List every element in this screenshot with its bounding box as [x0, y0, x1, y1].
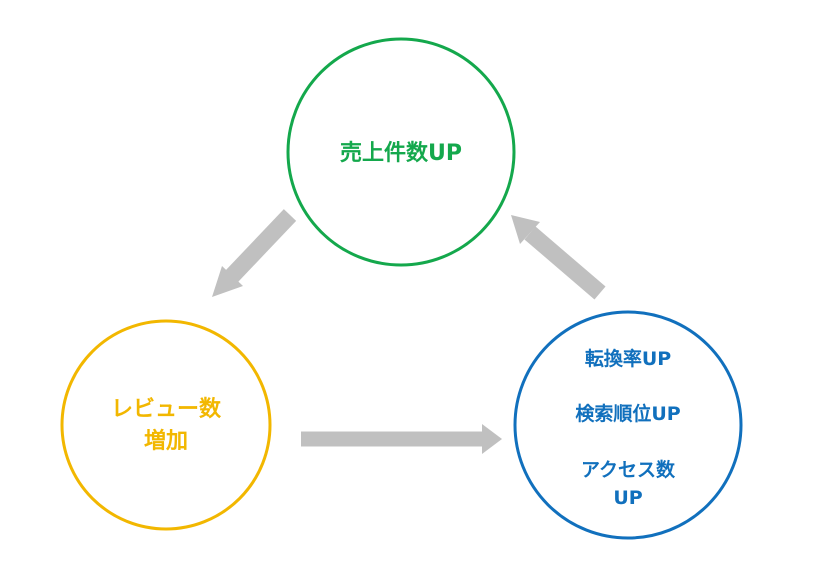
ranking-node-label-line1: 転換率UP — [585, 347, 671, 370]
arrow-reviews-to-ranking — [301, 424, 502, 454]
reviews-node-label-line2: 増加 — [144, 428, 188, 454]
reviews-node-circle — [60, 319, 272, 531]
sales-node-label: 売上件数UP — [340, 140, 462, 166]
ranking-node-label-line2: 検索順位UP — [575, 402, 680, 425]
ranking-node-label-line3: アクセス数 — [581, 458, 676, 481]
ranking-node-circle — [513, 310, 743, 540]
ranking-node-label-line4: UP — [613, 487, 642, 509]
arrow-sales-to-reviews — [212, 209, 297, 297]
sales-node-circle — [286, 37, 516, 267]
reviews-node-label-line1: レビュー数 — [111, 396, 222, 422]
arrow-ranking-to-sales — [511, 215, 606, 300]
